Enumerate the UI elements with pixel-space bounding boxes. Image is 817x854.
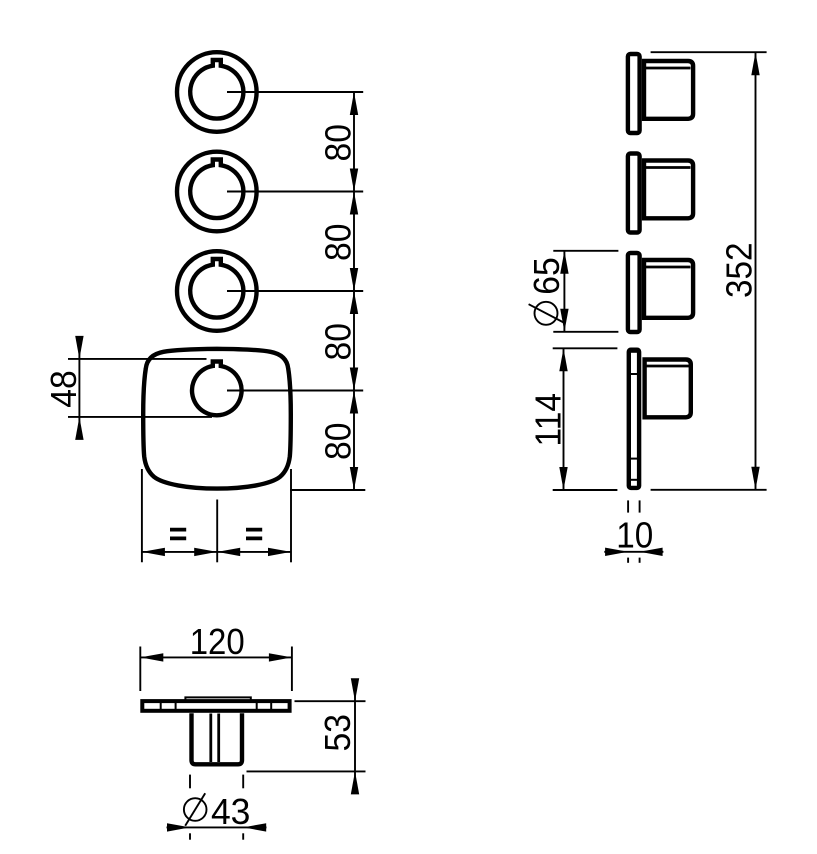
svg-text:43: 43	[211, 791, 251, 832]
svg-text:10: 10	[616, 515, 653, 556]
svg-text:80: 80	[318, 423, 359, 461]
svg-text:352: 352	[719, 243, 760, 299]
svg-text:65: 65	[526, 257, 567, 295]
svg-text:80: 80	[318, 124, 359, 162]
svg-text:48: 48	[43, 370, 84, 408]
svg-text:80: 80	[318, 323, 359, 361]
svg-text:53: 53	[317, 714, 358, 752]
svg-text:80: 80	[318, 224, 359, 261]
svg-text:120: 120	[190, 621, 245, 662]
svg-text:114: 114	[527, 393, 568, 447]
